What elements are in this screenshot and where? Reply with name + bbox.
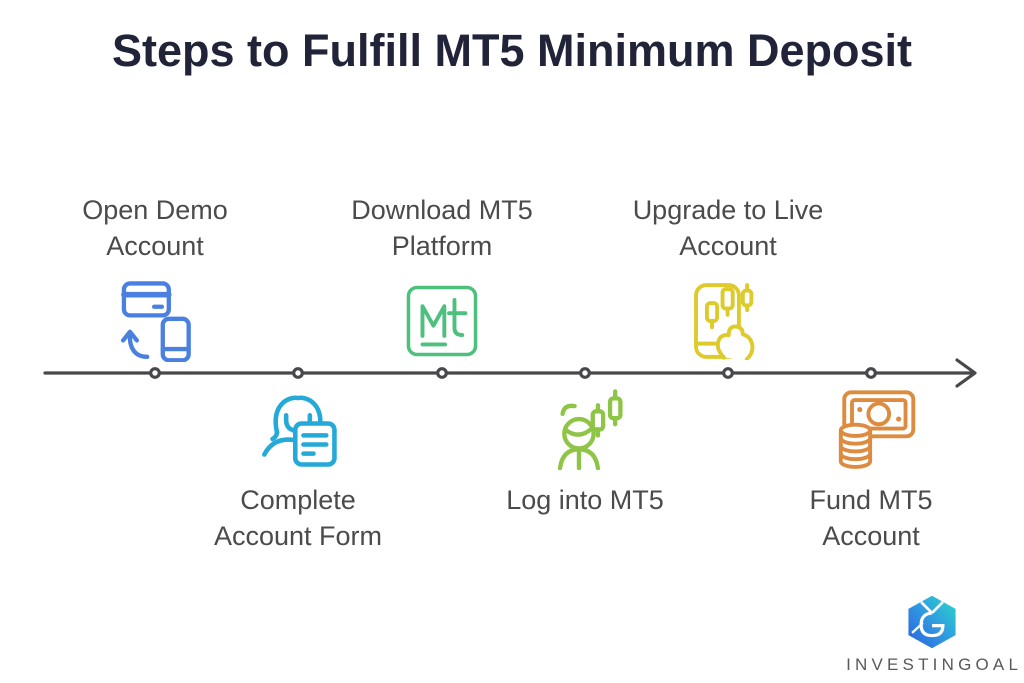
step-label: Fund MT5 Account bbox=[809, 482, 932, 554]
step-label: Download MT5 Platform bbox=[351, 192, 533, 264]
step-label-line: Open Demo bbox=[82, 195, 228, 225]
card-phone-swap-icon bbox=[110, 280, 200, 362]
step-label-line: Account bbox=[106, 231, 204, 261]
step-label-line: Upgrade to Live bbox=[632, 195, 824, 225]
step-label-line: Account bbox=[679, 231, 777, 261]
investingoal-logo-icon bbox=[908, 595, 956, 649]
step-log-into-mt5: Log into MT5 bbox=[460, 388, 710, 518]
step-label: Open Demo Account bbox=[82, 192, 228, 264]
step-label-line: Account Form bbox=[213, 521, 383, 551]
timeline-dot bbox=[292, 367, 304, 379]
step-label-line: Complete bbox=[240, 485, 356, 515]
step-label: Log into MT5 bbox=[506, 482, 664, 518]
mt-platform-icon bbox=[403, 280, 481, 362]
step-fund-mt5-account: Fund MT5 Account bbox=[746, 388, 996, 554]
step-label: Upgrade to Live Account bbox=[633, 192, 824, 264]
step-label-line: Download MT5 bbox=[351, 195, 533, 225]
step-upgrade-to-live-account: Upgrade to Live Account bbox=[603, 192, 853, 362]
step-label-line: Fund MT5 bbox=[809, 485, 933, 515]
brand-name: INVESTINGOAL bbox=[846, 655, 1023, 674]
step-label-line: Platform bbox=[391, 231, 493, 261]
step-open-demo-account: Open Demo Account bbox=[30, 192, 280, 362]
timeline bbox=[43, 358, 977, 388]
step-download-mt5-platform: Download MT5 Platform bbox=[317, 192, 567, 362]
person-form-icon bbox=[252, 388, 344, 470]
step-label-line: Log into MT5 bbox=[506, 485, 664, 515]
timeline-dot bbox=[722, 367, 734, 379]
timeline-dot bbox=[436, 367, 448, 379]
trader-chart-icon bbox=[541, 388, 629, 470]
step-label-line: Account bbox=[822, 521, 920, 551]
brand-block: INVESTINGOAL bbox=[846, 593, 1018, 675]
step-label: Complete Account Form bbox=[214, 482, 382, 554]
timeline-dot bbox=[149, 367, 161, 379]
page-title: Steps to Fulfill MT5 Minimum Deposit bbox=[111, 25, 912, 76]
timeline-dot bbox=[579, 367, 591, 379]
money-coins-icon bbox=[822, 388, 920, 470]
step-complete-account-form: Complete Account Form bbox=[173, 388, 423, 554]
phone-hand-icon bbox=[689, 280, 767, 362]
timeline-dot bbox=[865, 367, 877, 379]
timeline-arrow-icon bbox=[955, 358, 977, 388]
